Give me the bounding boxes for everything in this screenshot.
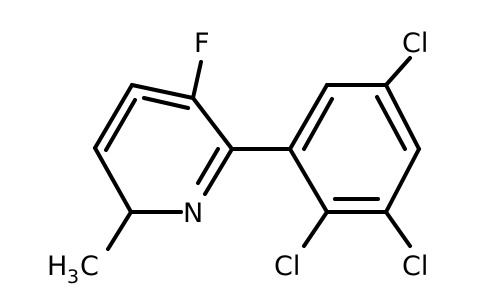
bond-c3p-cl (384, 210, 412, 248)
bond-c3-f (191, 60, 203, 100)
bond-c6p-c1p (288, 83, 329, 151)
bond-c4p-c5p-inner (375, 95, 407, 151)
bond-c6p-c1p-inner (302, 97, 334, 151)
atom-labels: F N Cl Cl Cl H 3 C (47, 28, 428, 288)
bond-c3p-c4p (384, 147, 421, 214)
bond-c3-c4-inner (142, 96, 190, 110)
bond-n-c2-inner (196, 147, 220, 185)
bond-c5-c6 (93, 146, 133, 214)
bond-c4-c5-inner (104, 98, 137, 152)
bond-c6-methyl (106, 210, 133, 251)
atom-chlorine-top: Cl (402, 28, 428, 59)
atom-chlorine-bottom-left: Cl (274, 251, 300, 282)
methyl-h: H (47, 251, 67, 282)
methyl-c: C (80, 251, 99, 282)
bond-n-c2 (203, 147, 234, 196)
bond-c4p-c5p (384, 83, 421, 151)
methyl-subscript: 3 (67, 266, 79, 288)
atom-nitrogen: N (183, 198, 203, 229)
bond-c3-c4 (130, 83, 195, 100)
atom-fluorine: F (194, 28, 210, 59)
bond-c2-c3 (191, 96, 234, 151)
atom-chlorine-bottom-right: Cl (402, 251, 428, 282)
bond-c2p-cl (302, 210, 329, 248)
bond-c4-c5 (93, 83, 134, 150)
atom-methyl: H 3 C (47, 251, 99, 288)
bond-c1p-c2p (288, 147, 329, 214)
bonds (93, 56, 421, 251)
bond-c5p-cl (384, 56, 412, 87)
